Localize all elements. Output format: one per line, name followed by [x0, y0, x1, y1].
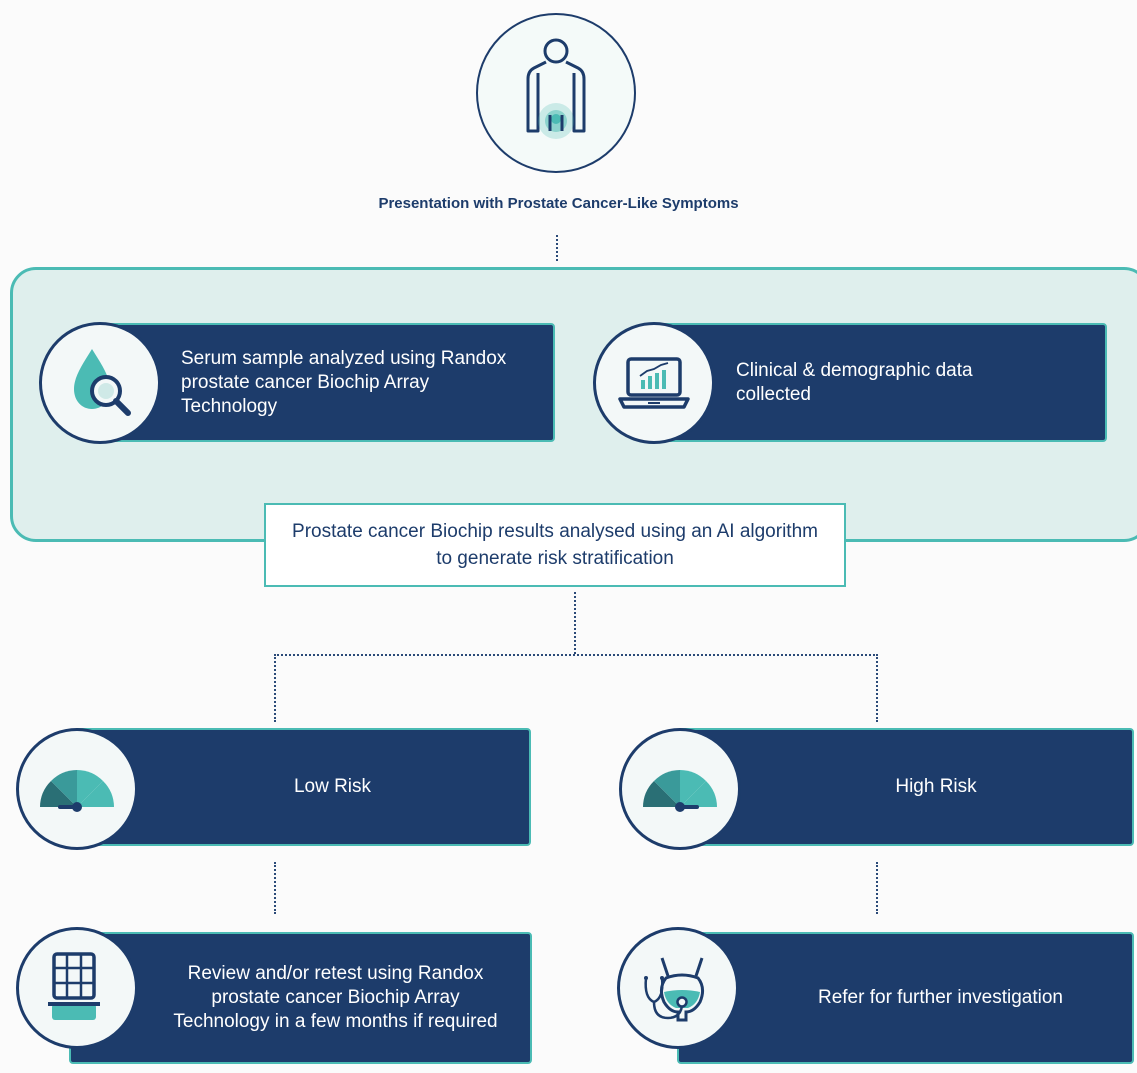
clinical-card-label: Clinical & demographic data collected	[736, 359, 973, 405]
clinical-card: Clinical & demographic data collected	[652, 323, 1107, 442]
high-risk-card: High Risk	[678, 728, 1134, 846]
low-risk-label: Low Risk	[293, 776, 372, 797]
connector-high-action	[876, 862, 878, 914]
connector-analysis	[574, 592, 576, 654]
analysis-box: Prostate cancer Biochip results analysed…	[264, 503, 846, 587]
laptop-chart-icon	[618, 357, 690, 409]
connector-right	[876, 654, 878, 722]
connector-split	[274, 654, 878, 656]
biochip-icon	[48, 952, 100, 1020]
high-risk-icon-circle	[619, 728, 741, 850]
review-label: Review and/or retest using Randox prosta…	[173, 963, 498, 1032]
connector-left	[274, 654, 276, 722]
gauge-icon	[40, 770, 114, 812]
sample-card-label: Serum sample analyzed using Randox prost…	[181, 347, 507, 417]
low-risk-icon-circle	[16, 728, 138, 850]
sample-card: Serum sample analyzed using Randox prost…	[97, 323, 555, 442]
blood-drop-search-icon	[74, 349, 131, 416]
low-risk-card: Low Risk	[74, 728, 531, 846]
analysis-label: Prostate cancer Biochip results analysed…	[292, 521, 818, 569]
refer-icon-circle	[617, 927, 739, 1049]
connector-low-action	[274, 862, 276, 914]
diagram-title: Presentation with Prostate Cancer-Like S…	[378, 195, 739, 212]
refer-card: Refer for further investigation	[677, 932, 1134, 1064]
gauge-icon	[643, 770, 717, 812]
connector-top	[556, 235, 558, 261]
patient-circle	[476, 13, 636, 173]
clinical-icon-circle	[593, 322, 715, 444]
patient-icon	[526, 38, 586, 139]
refer-label: Refer for further investigation	[817, 987, 1063, 1008]
high-risk-label: High Risk	[895, 776, 977, 797]
review-card: Review and/or retest using Randox prosta…	[69, 932, 532, 1064]
sample-icon-circle	[39, 322, 161, 444]
bladder-stethoscope-icon	[644, 957, 705, 1022]
review-icon-circle	[16, 927, 138, 1049]
